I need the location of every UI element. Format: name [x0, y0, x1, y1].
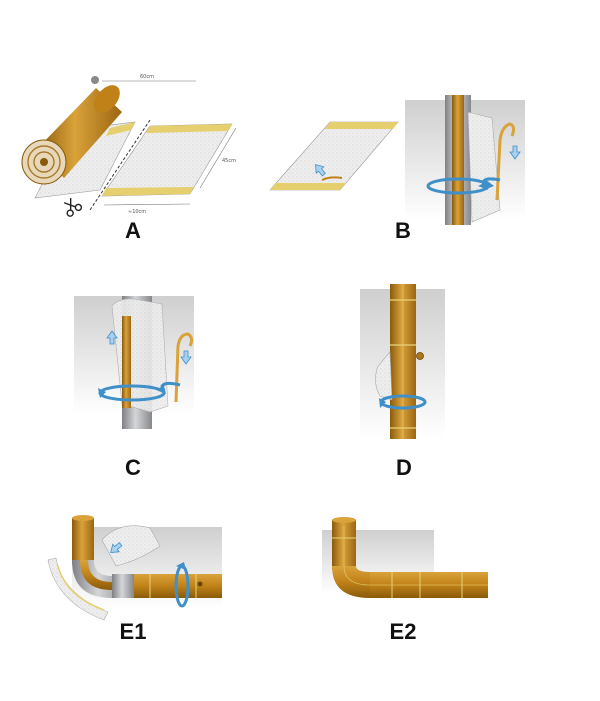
- panel-label-b: B: [395, 218, 411, 243]
- pipe-vertical-e1: [72, 518, 94, 564]
- elbow-wrap-e1: [80, 560, 118, 590]
- panel-label-e2: E2: [389, 619, 417, 644]
- direction-arrow-icon: [315, 164, 326, 177]
- pipe-wrap-b: [452, 95, 464, 225]
- direction-arrow-icon: [180, 350, 192, 365]
- panel-e2-illustration: [322, 517, 488, 598]
- valve-d: [416, 352, 424, 360]
- roll-far-end: [94, 85, 120, 113]
- pipe-top-e1: [72, 515, 94, 521]
- sheet-b-stripe-bottom: [270, 183, 346, 190]
- panel-d-illustration: [360, 284, 445, 439]
- panel-a-illustration: 60cm 45cm ≈10cm: [21, 74, 237, 217]
- panel-label-c: C: [125, 455, 141, 480]
- dim-width-text: ≈10cm: [128, 209, 146, 215]
- rotate-arrow-icon: [156, 381, 181, 394]
- dim-line-height: [199, 127, 237, 189]
- strip-e1: [57, 565, 105, 611]
- panel-e1-illustration: [47, 515, 222, 621]
- cut-line: [89, 119, 151, 211]
- panel-label-e1: E1: [119, 619, 147, 644]
- valve-e1: [197, 581, 203, 587]
- panel-b-sheet: [269, 121, 399, 191]
- sheet-left-stripe: [106, 122, 135, 136]
- sheet-b: [269, 121, 399, 191]
- sheet-b-peel: [321, 176, 343, 181]
- sheet-curl-d: [375, 351, 393, 401]
- panel-label-d: D: [396, 455, 412, 480]
- panel-label-a: A: [125, 218, 141, 243]
- rotate-arrow-icon: [478, 177, 501, 190]
- direction-arrow-icon: [509, 145, 521, 160]
- direction-arrow-icon: [110, 542, 123, 553]
- pipe-steel-band-e1: [112, 574, 134, 598]
- roll-ring-2: [33, 151, 55, 173]
- dim-height-text: 45cm: [222, 158, 236, 164]
- pipe-top-e2: [332, 517, 356, 523]
- panel-c-illustration: [74, 296, 194, 429]
- dim-marker: [91, 76, 99, 84]
- elbow-seam-e2: [343, 526, 371, 586]
- roll-core: [40, 158, 48, 166]
- sheet-b-stripe-top: [325, 122, 398, 129]
- rotate-arrow-icon: [174, 562, 190, 608]
- wrap-strip-c: [122, 316, 131, 408]
- strip-c: [174, 332, 194, 403]
- rotate-arrow-icon: [379, 394, 427, 410]
- sheet-cut-stripe-bottom: [102, 187, 194, 196]
- strip-b: [495, 122, 516, 201]
- sheet-cut-stripe-top: [146, 124, 232, 133]
- dim-length-text: 60cm: [140, 74, 154, 80]
- direction-arrow-icon: [106, 330, 118, 345]
- panel-b-pipe: [405, 95, 525, 225]
- sheet-curl-e1-top: [101, 525, 161, 567]
- scissors-icon: [63, 198, 83, 217]
- roll-ring-1: [27, 145, 61, 179]
- dim-line-width: [103, 203, 191, 206]
- sheet-peel-b: [467, 111, 501, 223]
